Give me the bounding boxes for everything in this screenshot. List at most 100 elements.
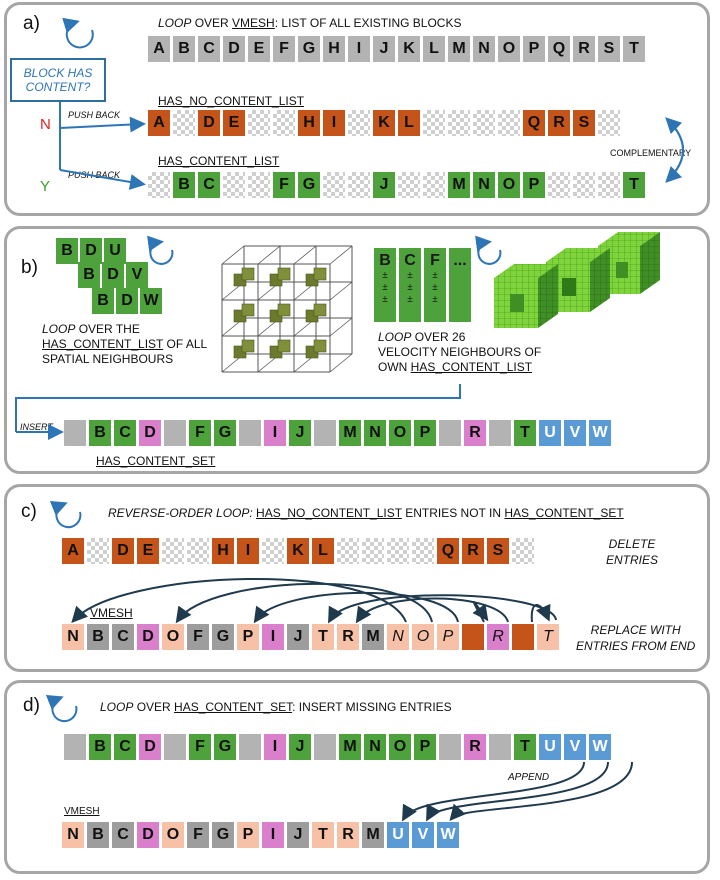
title-mid: OVER bbox=[191, 16, 233, 30]
plus-minus-mark: ± bbox=[432, 294, 438, 305]
block-cell: G bbox=[212, 624, 234, 650]
block-cell: M bbox=[362, 624, 384, 650]
lattice-block bbox=[241, 339, 255, 353]
block-cell: F bbox=[187, 822, 209, 848]
block-cell bbox=[262, 538, 284, 564]
block-cell bbox=[423, 172, 445, 198]
delete-1: DELETE bbox=[608, 537, 656, 551]
block-cell bbox=[314, 420, 336, 446]
block-cell: T bbox=[312, 822, 334, 848]
block-cell: Q bbox=[548, 36, 570, 62]
plus-minus-mark: ± bbox=[382, 294, 388, 305]
block-cell: B bbox=[89, 420, 111, 446]
block-cell: J bbox=[289, 420, 311, 446]
insert-label: INSERT bbox=[20, 422, 53, 432]
vel-text-2: VELOCITY NEIGHBOURS OF bbox=[378, 345, 542, 359]
block-cell bbox=[348, 110, 370, 136]
block-cell bbox=[473, 110, 495, 136]
velocity-columns: B±±±C±±±F±±±... bbox=[374, 248, 474, 322]
append-arrows bbox=[401, 761, 633, 822]
block-cell: J bbox=[287, 822, 309, 848]
block-cell: T bbox=[514, 420, 536, 446]
block-cell: N bbox=[62, 822, 84, 848]
lattice-block bbox=[277, 267, 291, 281]
block-cell: O bbox=[389, 734, 411, 760]
y-label: Y bbox=[40, 178, 51, 195]
block-cell bbox=[273, 110, 295, 136]
block-cell bbox=[423, 110, 445, 136]
block-cell: D bbox=[198, 110, 220, 136]
block-cell bbox=[239, 420, 261, 446]
block-cell: O bbox=[162, 624, 184, 650]
block-cell: G bbox=[214, 734, 236, 760]
block-cell bbox=[148, 172, 170, 198]
stack-cell: V bbox=[126, 262, 148, 288]
block-cell: D bbox=[223, 36, 245, 62]
block-cell: J bbox=[373, 36, 395, 62]
has-no-content-list-label: HAS_NO_CONTENT_LIST bbox=[158, 94, 305, 108]
block-cell: A bbox=[148, 110, 170, 136]
block-cell: R bbox=[573, 36, 595, 62]
block-cell: L bbox=[423, 36, 445, 62]
spatial-caption: LOOP OVER THE HAS_CONTENT_LIST OF ALL SP… bbox=[42, 322, 207, 367]
block-cell: R bbox=[548, 110, 570, 136]
spatial-text-2: OF ALL bbox=[163, 337, 208, 351]
block-cell: M bbox=[339, 734, 361, 760]
block-cell: I bbox=[323, 110, 345, 136]
panel-a-title: LOOP OVER VMESH: LIST OF ALL EXISTING BL… bbox=[158, 16, 461, 30]
block-cell: U bbox=[387, 822, 409, 848]
block-cell: P bbox=[523, 172, 545, 198]
block-cell: Q bbox=[437, 538, 459, 564]
loop-icon bbox=[45, 17, 502, 723]
lattice-block bbox=[277, 303, 291, 317]
block-cell bbox=[598, 110, 620, 136]
plus-minus-mark: ± bbox=[432, 270, 438, 281]
block-cell bbox=[223, 172, 245, 198]
velocity-column-label: ... bbox=[453, 252, 467, 269]
block-cell: U bbox=[539, 734, 561, 760]
title-vmesh: VMESH bbox=[232, 16, 275, 30]
title-c-list: HAS_NO_CONTENT_LIST bbox=[256, 506, 402, 520]
block-cell: P bbox=[437, 624, 459, 650]
block-cell: I bbox=[262, 624, 284, 650]
loop-word-b: LOOP bbox=[42, 322, 76, 336]
block-cell: R bbox=[464, 734, 486, 760]
block-cell: O bbox=[498, 172, 520, 198]
block-cell: C bbox=[198, 36, 220, 62]
block-cell: B bbox=[87, 822, 109, 848]
loop-word: LOOP bbox=[158, 16, 192, 30]
stack-cell: W bbox=[140, 288, 162, 314]
plus-minus-mark: ± bbox=[407, 282, 413, 293]
question-text: BLOCK HAS CONTENT? bbox=[23, 66, 93, 94]
block-cell: T bbox=[514, 734, 536, 760]
block-cell: I bbox=[237, 538, 259, 564]
block-cell bbox=[462, 624, 484, 650]
block-cell: B bbox=[87, 624, 109, 650]
block-cell: H bbox=[298, 110, 320, 136]
block-cell: B bbox=[89, 734, 111, 760]
stack-cell: B bbox=[78, 262, 100, 288]
block-cell: L bbox=[312, 538, 334, 564]
vmesh-label-d: VMESH bbox=[64, 806, 100, 817]
replace-2: ENTRIES FROM END bbox=[576, 639, 696, 653]
block-cell: B bbox=[173, 36, 195, 62]
block-cell: C bbox=[112, 822, 134, 848]
block-cell: M bbox=[339, 420, 361, 446]
block-cell: F bbox=[273, 36, 295, 62]
title-d-set: HAS_CONTENT_SET bbox=[174, 700, 293, 714]
block-cell bbox=[64, 420, 86, 446]
block-cell: E bbox=[223, 110, 245, 136]
panel-d-label: d) bbox=[23, 695, 40, 716]
block-cell bbox=[512, 538, 534, 564]
block-cell bbox=[87, 538, 109, 564]
block-cell: G bbox=[214, 420, 236, 446]
block-cell bbox=[387, 538, 409, 564]
velocity-caption: LOOP OVER 26 VELOCITY NEIGHBOURS OF OWN … bbox=[378, 330, 541, 375]
block-cell bbox=[173, 110, 195, 136]
complementary-label: COMPLEMENTARY bbox=[610, 148, 692, 158]
